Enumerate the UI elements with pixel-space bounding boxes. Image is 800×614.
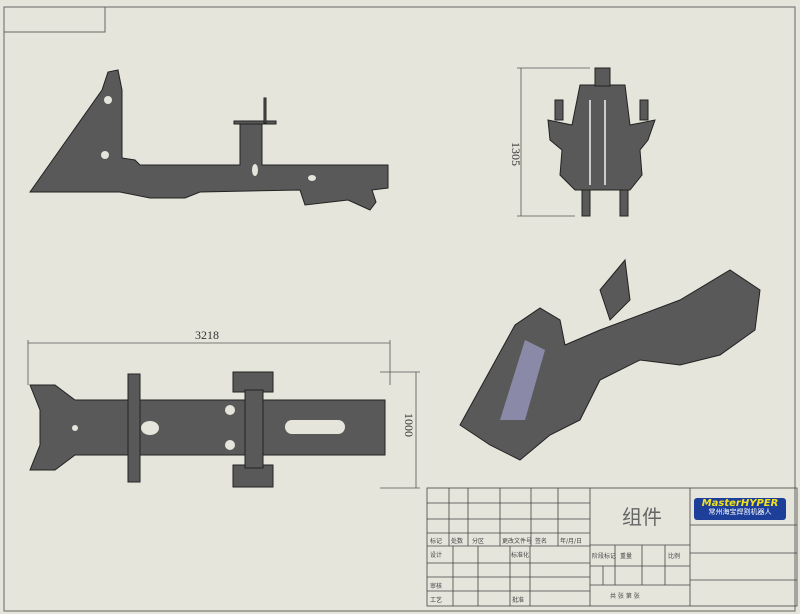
drawing-title: 组件 [622,505,662,529]
front-view [547,67,656,217]
side-view-holes [101,96,316,181]
sheet-count: 共 张 第 张 [610,592,640,600]
signoff-label: 工艺 [430,596,442,604]
rev-header: 处数 [451,537,463,545]
side-view [29,69,389,211]
dim-height: 1305 [509,142,523,166]
iso-view [459,258,761,461]
front-view-slots [589,100,606,185]
dim-width: 1000 [402,413,416,437]
iso-view-plate [500,340,545,420]
rev-header: 更改文件号 [502,537,532,545]
corner-box [4,7,106,33]
title-block [426,487,798,607]
signoff-label: 批准 [512,596,524,604]
company-logo: MasterHYPER 常州海宝焊割机器人 [694,498,786,520]
dimension-lines [27,67,590,489]
logo-brand: MasterHYPER [701,498,779,509]
rev-header: 分区 [472,537,484,545]
sheet-border [3,6,796,612]
signoff-label: 审核 [430,582,442,590]
info-header: 重量 [620,552,632,560]
info-header: 阶段标记 [592,552,616,560]
dim-length: 3218 [195,328,219,342]
signoff-label: 标准化 [511,551,529,559]
info-header: 比例 [668,552,680,560]
logo-subtitle: 常州海宝焊割机器人 [708,508,772,516]
rev-header: 年/月/日 [560,537,582,545]
top-view-holes [72,405,345,450]
rev-header: 标记 [430,537,442,545]
top-view [29,371,386,488]
rev-header: 签名 [535,537,547,545]
signoff-label: 设计 [430,551,442,559]
